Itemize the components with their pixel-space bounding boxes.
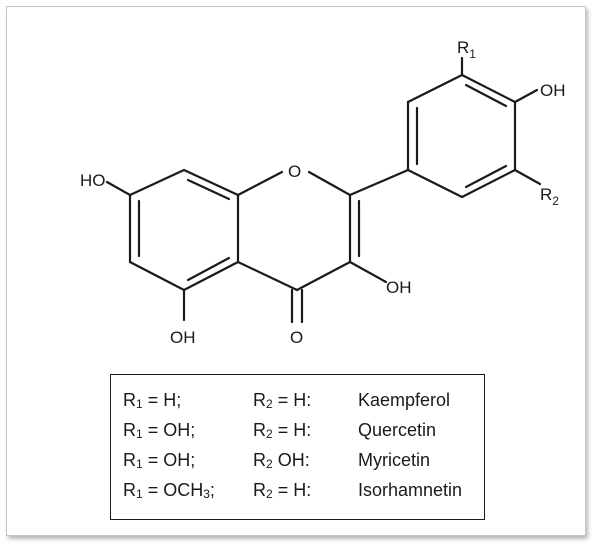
compound-name: Myricetin xyxy=(358,450,431,470)
legend-row-myricetin: R1 = OH; R2 OH: Myricetin xyxy=(123,445,484,475)
compound-name: Kaempferol xyxy=(358,390,451,410)
figure-frame xyxy=(6,6,586,536)
bond xyxy=(348,260,388,284)
legend-row-quercetin: R1 = OH; R2 = H: Quercetin xyxy=(123,415,484,445)
bond xyxy=(295,260,352,292)
bond xyxy=(182,260,240,292)
bond xyxy=(513,168,542,186)
bond-double xyxy=(464,164,508,189)
ring-oxygen-label: O xyxy=(288,162,301,181)
bond xyxy=(182,168,240,197)
bond xyxy=(236,260,299,292)
keto-oxygen-label: O xyxy=(290,328,303,347)
substituent-legend: R1 = H; R2 = H: Kaempferol R1 = OH; R2 =… xyxy=(110,374,485,520)
bond-double xyxy=(186,256,231,282)
r1-label: R1 xyxy=(457,38,476,61)
bond xyxy=(128,260,186,292)
oh-5-label: OH xyxy=(170,328,196,347)
bond xyxy=(348,168,410,197)
bond xyxy=(406,168,464,199)
compound-name: Isorhamnetin xyxy=(358,480,463,500)
bond xyxy=(406,73,464,104)
bond xyxy=(460,168,517,199)
bond-double xyxy=(464,83,508,108)
bond-double xyxy=(186,178,231,201)
bond xyxy=(307,170,352,197)
oh-para-label: OH xyxy=(540,81,566,100)
r2-label: R2 xyxy=(540,185,559,208)
legend-row-kaempferol: R1 = H; R2 = H: Kaempferol xyxy=(123,385,484,415)
ho-7-label: HO xyxy=(80,171,106,190)
bond xyxy=(236,170,284,197)
bond xyxy=(460,73,517,104)
oh-3-label: OH xyxy=(386,278,412,297)
legend-row-isorhamnetin: R1 = OCH3; R2 = H: Isorhamnetin xyxy=(123,475,484,505)
bond xyxy=(128,168,186,197)
bond xyxy=(105,180,132,197)
bond xyxy=(513,88,539,104)
compound-name: Quercetin xyxy=(358,420,437,440)
